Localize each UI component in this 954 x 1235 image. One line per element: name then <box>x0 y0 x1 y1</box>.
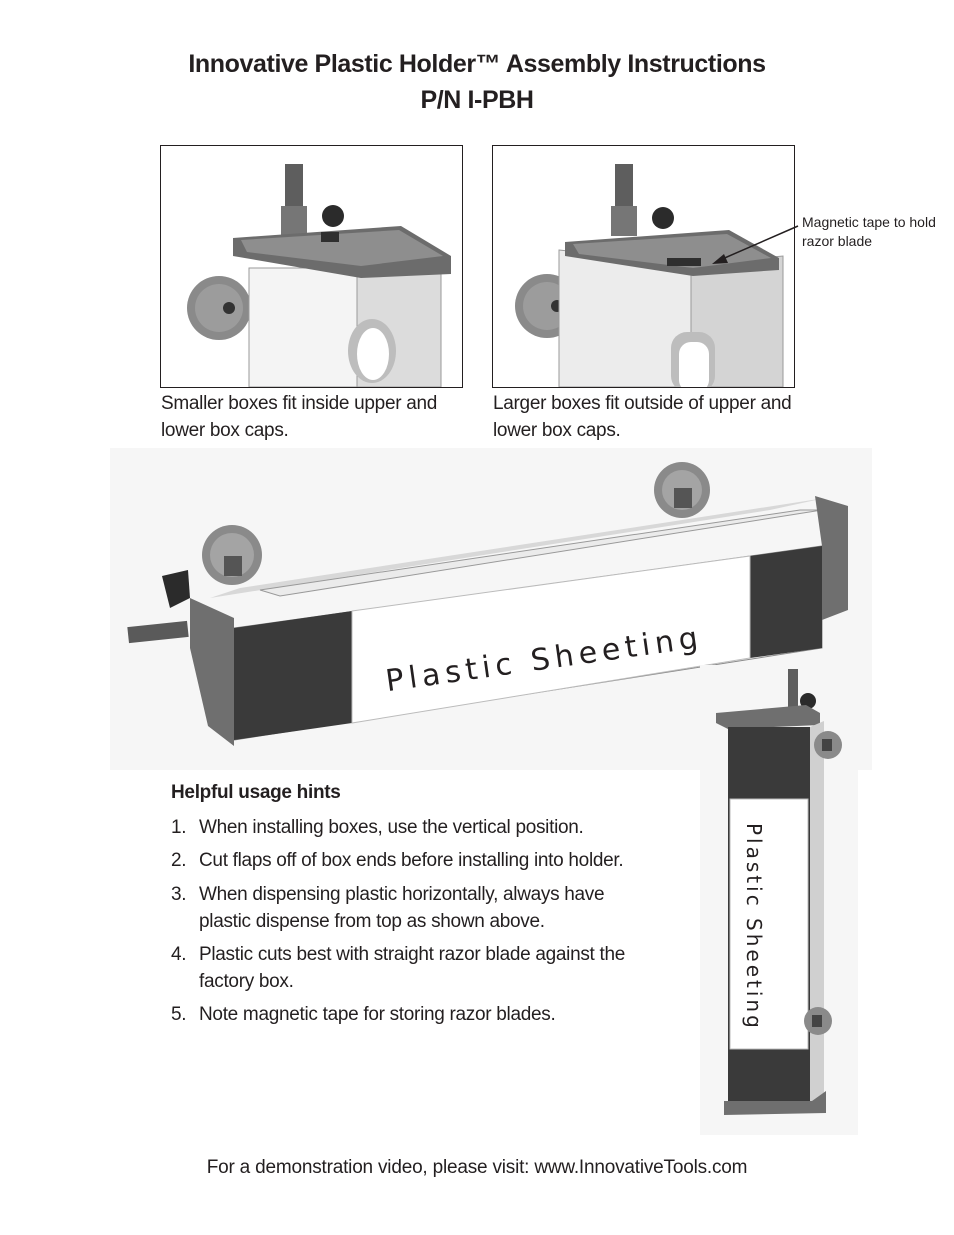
magnetic-tape-callout: Magnetic tape to hold razor blade <box>802 214 936 249</box>
hints-list: 1. When installing boxes, use the vertic… <box>171 814 651 1044</box>
hint-text: When installing boxes, use the vertical … <box>199 817 584 838</box>
page-title: Innovative Plastic Holder™ Assembly Inst… <box>188 50 766 78</box>
footer-text: For a demonstration video, please visit:… <box>206 1157 748 1178</box>
small-box-illustration <box>161 146 462 387</box>
hint-number: 3. <box>171 884 187 905</box>
callout-arrow <box>712 225 799 264</box>
right-magnet <box>654 462 710 518</box>
caption-small-box: Smaller boxes fit inside upper and lower… <box>161 393 438 441</box>
photo-small-box <box>160 145 463 388</box>
hint-number: 1. <box>171 817 187 838</box>
hint-item-2: 2. Cut flaps off of box ends before inst… <box>171 847 641 874</box>
hint-text: When dispensing plastic horizontally, al… <box>199 884 605 932</box>
hint-text: Cut flaps off of box ends before install… <box>199 850 624 871</box>
hint-text: Note magnetic tape for storing razor bla… <box>199 1004 556 1025</box>
hints-title: Helpful usage hints <box>171 782 341 803</box>
hint-item-4: 4. Plastic cuts best with straight razor… <box>171 941 641 995</box>
hint-number: 2. <box>171 850 187 871</box>
caption-large-box: Larger boxes fit outside of upper and lo… <box>493 393 792 441</box>
left-magnet <box>202 525 262 585</box>
hint-item-3: 3. When dispensing plastic horizontally,… <box>171 881 631 935</box>
vertical-box-label: Plastic Sheeting <box>742 823 766 1031</box>
hint-text: Plastic cuts best with straight razor bl… <box>199 944 626 992</box>
vertical-holder-illustration: Plastic Sheeting <box>700 665 858 1135</box>
hint-item-1: 1. When installing boxes, use the vertic… <box>171 814 641 841</box>
part-number: P/N I-PBH <box>420 86 534 114</box>
hint-item-5: 5. Note magnetic tape for storing razor … <box>171 1001 641 1028</box>
hint-number: 4. <box>171 944 187 965</box>
hint-number: 5. <box>171 1004 187 1025</box>
